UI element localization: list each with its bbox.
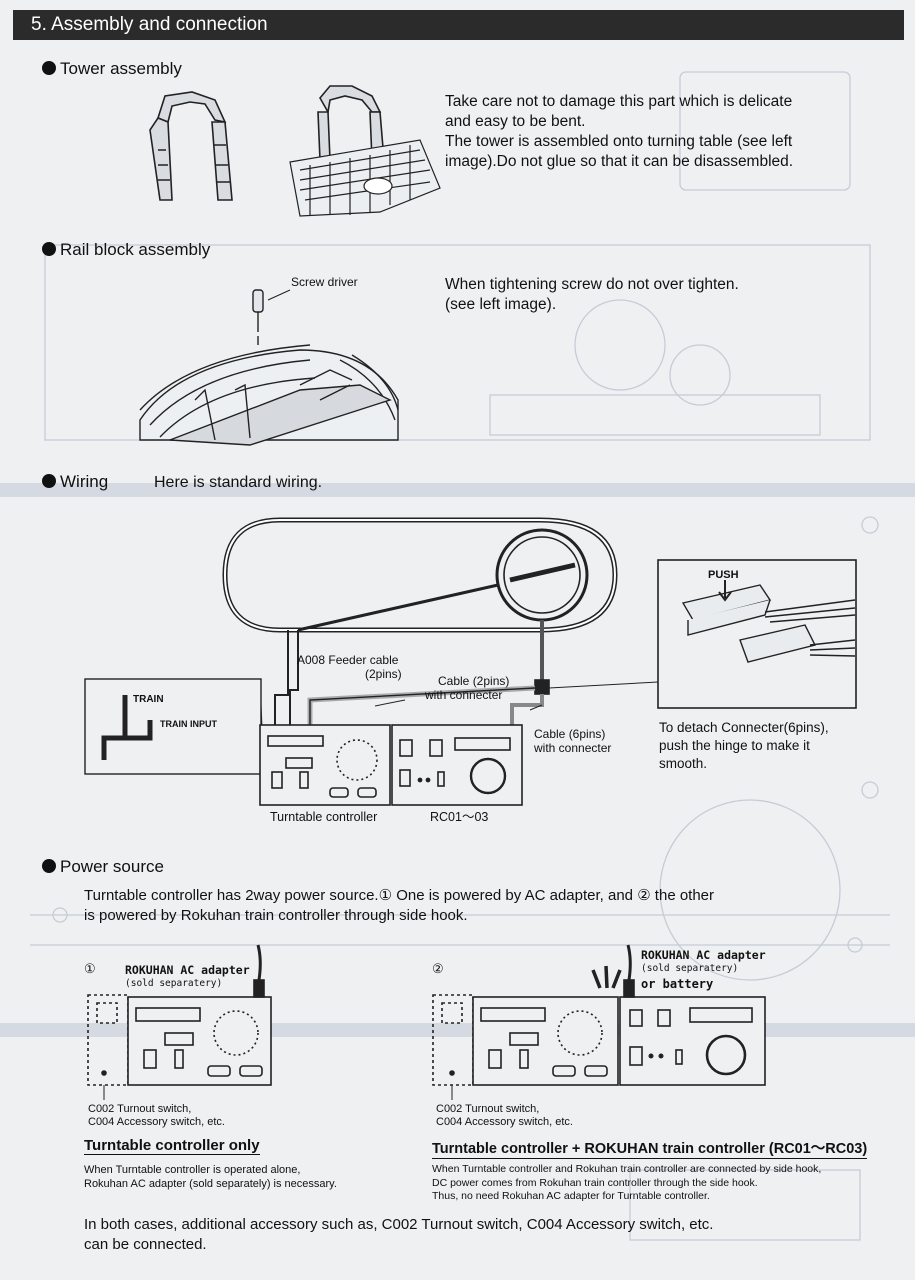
cable-2pins-label: Cable (2pins) with connecter xyxy=(425,674,509,702)
tower-text-line: and easy to be bent. xyxy=(445,113,586,130)
power-left-caption: Turntable controller only xyxy=(84,1137,260,1155)
bullet-icon xyxy=(42,474,56,488)
right-acc-line: C004 Accessory switch, etc. xyxy=(436,1116,573,1128)
detach-text-line: smooth. xyxy=(659,756,708,771)
power-intro-line: is powered by Rokuhan train controller t… xyxy=(84,907,468,924)
push-label: PUSH xyxy=(708,569,739,581)
right-note-line: DC power comes from Rokuhan train contro… xyxy=(432,1176,758,1189)
cable6-label-line: with connecter xyxy=(534,741,612,755)
feeder-label-line: A008 Feeder cable xyxy=(297,653,399,667)
wiring-heading-text: Wiring xyxy=(60,472,109,491)
left-acc-line: C002 Turnout switch, xyxy=(88,1103,192,1115)
rc-controller-label: RC01～03 xyxy=(430,810,489,824)
power-right-note: When Turntable controller and Rokuhan tr… xyxy=(432,1163,821,1204)
power-right-num: ② xyxy=(432,961,444,976)
tower-heading: Tower assembly xyxy=(42,59,182,79)
cable6-label-line: Cable (6pins) xyxy=(534,727,606,741)
power-left-num: ① xyxy=(84,961,96,976)
power-right-accessory: C002 Turnout switch, C004 Accessory swit… xyxy=(436,1103,573,1129)
power-left-adapter: ROKUHAN AC adapter xyxy=(125,963,250,977)
power-footer-line: In both cases, additional accessory such… xyxy=(84,1216,714,1233)
tower-text: Take care not to damage this part which … xyxy=(445,92,885,172)
power-right-adapter-sub: (sold separatery) xyxy=(641,963,739,974)
rail-heading: Rail block assembly xyxy=(42,240,210,260)
tower-text-line: image).Do not glue so that it can be dis… xyxy=(445,153,794,170)
bullet-icon xyxy=(42,61,56,75)
feeder-cable-label: A008 Feeder cable (2pins) xyxy=(297,653,402,681)
left-note-line: Rokuhan AC adapter (sold separately) is … xyxy=(84,1178,337,1190)
left-acc-line: C004 Accessory switch, etc. xyxy=(88,1116,225,1128)
turntable-controller-label: Turntable controller xyxy=(270,810,378,824)
power-heading-text: Power source xyxy=(60,857,164,876)
tower-heading-text: Tower assembly xyxy=(60,59,182,78)
power-footer-line: can be connected. xyxy=(84,1236,207,1253)
tower-text-line: The tower is assembled onto turning tabl… xyxy=(445,133,793,150)
power-right-caption: Turntable controller + ROKUHAN train con… xyxy=(432,1137,868,1159)
detach-text-line: To detach Connecter(6pins), xyxy=(659,720,829,735)
power-intro: Turntable controller has 2way power sour… xyxy=(84,886,714,926)
bullet-icon xyxy=(42,242,56,256)
bullet-icon xyxy=(42,859,56,873)
wiring-subtitle: Here is standard wiring. xyxy=(154,474,323,491)
tower-text-line: Take care not to damage this part which … xyxy=(445,93,793,110)
power-left-adapter-sub: (sold separatery) xyxy=(125,978,223,989)
detach-text: To detach Connecter(6pins), push the hin… xyxy=(659,719,829,773)
rail-text-line: When tightening screw do not over tighte… xyxy=(445,276,739,293)
rail-text-line: (see left image). xyxy=(445,296,557,313)
feeder-label-line: (2pins) xyxy=(365,667,402,681)
right-note-line: When Turntable controller and Rokuhan tr… xyxy=(432,1163,822,1175)
cable2-label-line: with connecter xyxy=(425,688,503,702)
left-note-line: When Turntable controller is operated al… xyxy=(84,1164,301,1176)
detach-text-line: push the hinge to make it xyxy=(659,738,810,753)
wiring-heading: Wiring xyxy=(42,472,108,492)
train-input-label: TRAIN INPUT xyxy=(160,719,217,729)
power-right-adapter: ROKUHAN AC adapter xyxy=(641,948,766,962)
rail-text: When tightening screw do not over tighte… xyxy=(445,275,885,315)
power-footer: In both cases, additional accessory such… xyxy=(84,1215,713,1255)
power-left-accessory: C002 Turnout switch, C004 Accessory swit… xyxy=(88,1103,225,1129)
power-right-adapter-or: or battery xyxy=(641,977,714,991)
section-header: 5. Assembly and connection xyxy=(13,10,904,40)
power-heading: Power source xyxy=(42,857,164,877)
train-label: TRAIN xyxy=(133,694,164,705)
rail-heading-text: Rail block assembly xyxy=(60,240,211,259)
power-left-note: When Turntable controller is operated al… xyxy=(84,1163,337,1191)
right-acc-line: C002 Turnout switch, xyxy=(436,1103,540,1115)
power-intro-line: Turntable controller has 2way power sour… xyxy=(84,887,715,904)
screw-driver-label: Screw driver xyxy=(291,275,358,289)
cable-6pins-label: Cable (6pins) with connecter xyxy=(534,727,611,755)
cable2-label-line: Cable (2pins) xyxy=(438,674,510,688)
right-note-line: Thus, no need Rokuhan AC adapter for Tur… xyxy=(432,1190,710,1202)
